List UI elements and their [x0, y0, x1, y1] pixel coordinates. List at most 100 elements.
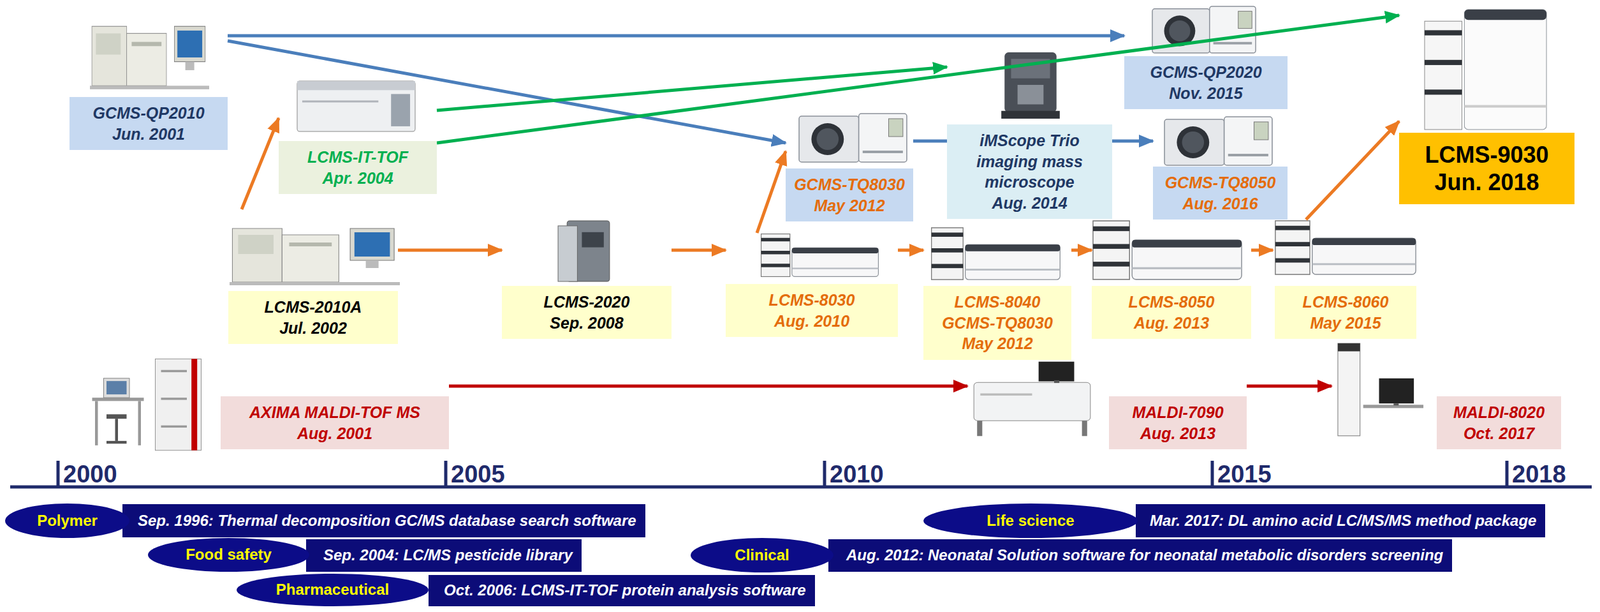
- product-card: GCMS-TQ8050Aug. 2016: [1152, 115, 1288, 220]
- release-date: May 2012: [961, 332, 1033, 354]
- software-bar: Sep. 2004: LC/MS pesticide library: [306, 538, 582, 572]
- release-date: Aug. 2001: [297, 422, 373, 444]
- product-card: GCMS-QP2010Jun. 2001: [69, 5, 228, 150]
- product-label-box: LCMS-2020Sep. 2008: [501, 285, 672, 339]
- product-name: LCMS-2010A: [264, 296, 363, 318]
- connector-arrow: [241, 117, 279, 210]
- connector-arrow: [1071, 248, 1092, 252]
- connector-arrow: [227, 34, 1125, 38]
- product-card: AXIMA MALDI-TOF MSAug. 2001: [81, 347, 449, 449]
- ellipse-fill: [923, 503, 1138, 538]
- software-release: Sep. 2004: LC/MS pesticide library: [323, 546, 573, 564]
- ellipse-fill: [147, 537, 310, 572]
- release-date: Jun. 2001: [112, 123, 185, 145]
- application-ellipse: Life science: [923, 503, 1138, 538]
- product-card: LCMS-2020Sep. 2008: [501, 219, 672, 339]
- connector-arrow: [1306, 121, 1400, 220]
- product-name: GCMS-QP2020: [1149, 61, 1262, 83]
- ellipse-fill: [5, 503, 130, 538]
- instrument-picture: [761, 234, 879, 277]
- ellipse-fill: [236, 573, 429, 606]
- instrument-picture: [973, 361, 1091, 437]
- product-label-box: MALDI-8020Oct. 2017: [1436, 396, 1562, 449]
- product-card: LCMS-9030Jun. 2018: [1399, 8, 1575, 205]
- release-date: Jul. 2002: [279, 317, 347, 339]
- release-date: Aug. 2013: [1133, 312, 1210, 334]
- product-label-box: MALDI-7090Aug. 2013: [1108, 396, 1247, 449]
- application-ellipse: Clinical: [690, 537, 834, 573]
- product-label-box: GCMS-QP2020Nov. 2015: [1124, 56, 1288, 110]
- product-label-box: LCMS-8040GCMS-TQ8030May 2012: [923, 285, 1072, 360]
- product-name: MALDI-8020: [1453, 401, 1545, 423]
- product-name: LCMS-2020: [543, 291, 631, 313]
- product-name: LCMS-8040: [954, 291, 1041, 313]
- product-card: GCMS-QP2020Nov. 2015: [1124, 5, 1288, 110]
- connector-arrow: [436, 66, 947, 111]
- product-card: LCMS-8030Aug. 2010: [725, 232, 898, 337]
- connector-arrow: [756, 151, 786, 233]
- product-name: MALDI-7090: [1131, 401, 1224, 423]
- product-card: LCMS-IT-TOFApr. 2004: [278, 74, 437, 194]
- year-label: 2015: [1217, 461, 1272, 486]
- product-label-box: GCMS-QP2010Jun. 2001: [69, 96, 228, 150]
- product-card: MALDI-7090Aug. 2013: [967, 360, 1247, 449]
- timeline-tick: [1211, 460, 1215, 488]
- release-date: Sep. 2008: [549, 312, 624, 334]
- connector-arrow: [448, 384, 968, 388]
- connector-arrow: [671, 248, 726, 252]
- product-label-box: LCMS-2010AJul. 2002: [228, 290, 398, 344]
- instrument-picture: [92, 358, 202, 450]
- timeline-axis: [10, 485, 1592, 489]
- product-label-box: GCMS-TQ8050Aug. 2016: [1152, 166, 1288, 220]
- release-date: Oct. 2017: [1463, 422, 1535, 444]
- connector-arrow: [897, 248, 924, 252]
- software-release: Mar. 2017: DL amino acid LC/MS/MS method…: [1149, 512, 1537, 529]
- application-name: Life science: [986, 512, 1074, 529]
- connector-arrow: [913, 139, 947, 143]
- software-bar: Mar. 2017: DL amino acid LC/MS/MS method…: [1135, 503, 1546, 537]
- instrument-picture: [1337, 343, 1424, 436]
- year-label: 2000: [63, 461, 118, 486]
- product-name: GCMS-TQ8030: [941, 312, 1053, 334]
- product-name: LCMS-8060: [1302, 291, 1389, 313]
- instrument-picture: [229, 228, 400, 286]
- software-release: Sep. 1996: Thermal decomposition GC/MS d…: [137, 512, 637, 529]
- timeline-tick: [56, 460, 60, 488]
- connector-arrow: [1112, 139, 1153, 143]
- instrument-picture: [297, 80, 416, 132]
- release-date: May 2015: [1309, 312, 1381, 334]
- instrument-picture: [931, 227, 1061, 280]
- application-ellipse: Food safety: [147, 537, 310, 572]
- year-label: 2018: [1511, 461, 1567, 486]
- product-label-box: AXIMA MALDI-TOF MSAug. 2001: [220, 396, 449, 449]
- product-name: LCMS-9030: [1424, 140, 1549, 169]
- software-bar: Oct. 2006: LCMS-IT-TOF protein analysis …: [428, 574, 815, 606]
- instrument-picture: [1275, 220, 1416, 275]
- release-date: Apr. 2004: [322, 167, 393, 189]
- product-label-box: LCMS-8060May 2015: [1274, 285, 1417, 339]
- timeline-tick: [823, 460, 827, 488]
- product-name: LCMS-8050: [1128, 291, 1215, 313]
- product-name: GCMS-TQ8030: [793, 174, 905, 196]
- product-card: LCMS-8060May 2015: [1272, 219, 1419, 339]
- year-label: 2010: [829, 461, 884, 486]
- instrument-picture: [557, 220, 610, 282]
- release-date: Aug. 2010: [774, 310, 850, 332]
- release-date: Aug. 2016: [1182, 193, 1258, 215]
- release-date: Aug. 2013: [1140, 422, 1216, 444]
- product-label-box: LCMS-IT-TOFApr. 2004: [278, 140, 437, 194]
- software-release: Aug. 2012: Neonatal Solution software fo…: [846, 546, 1444, 564]
- application-name: Polymer: [36, 512, 98, 529]
- connector-arrow: [227, 40, 786, 143]
- software-bar: Sep. 1996: Thermal decomposition GC/MS d…: [122, 503, 646, 537]
- product-label-box: GCMS-TQ8030May 2012: [785, 168, 914, 222]
- application-name: Pharmaceutical: [276, 580, 389, 598]
- product-name: AXIMA MALDI-TOF MS: [249, 401, 421, 423]
- instrument-picture: [1093, 220, 1242, 280]
- release-date: Jun. 2018: [1434, 168, 1539, 196]
- timeline-tick: [444, 460, 448, 488]
- release-date: Nov. 2015: [1168, 82, 1243, 104]
- instrument-picture: [1164, 116, 1273, 166]
- product-name: LCMS-8030: [769, 289, 856, 311]
